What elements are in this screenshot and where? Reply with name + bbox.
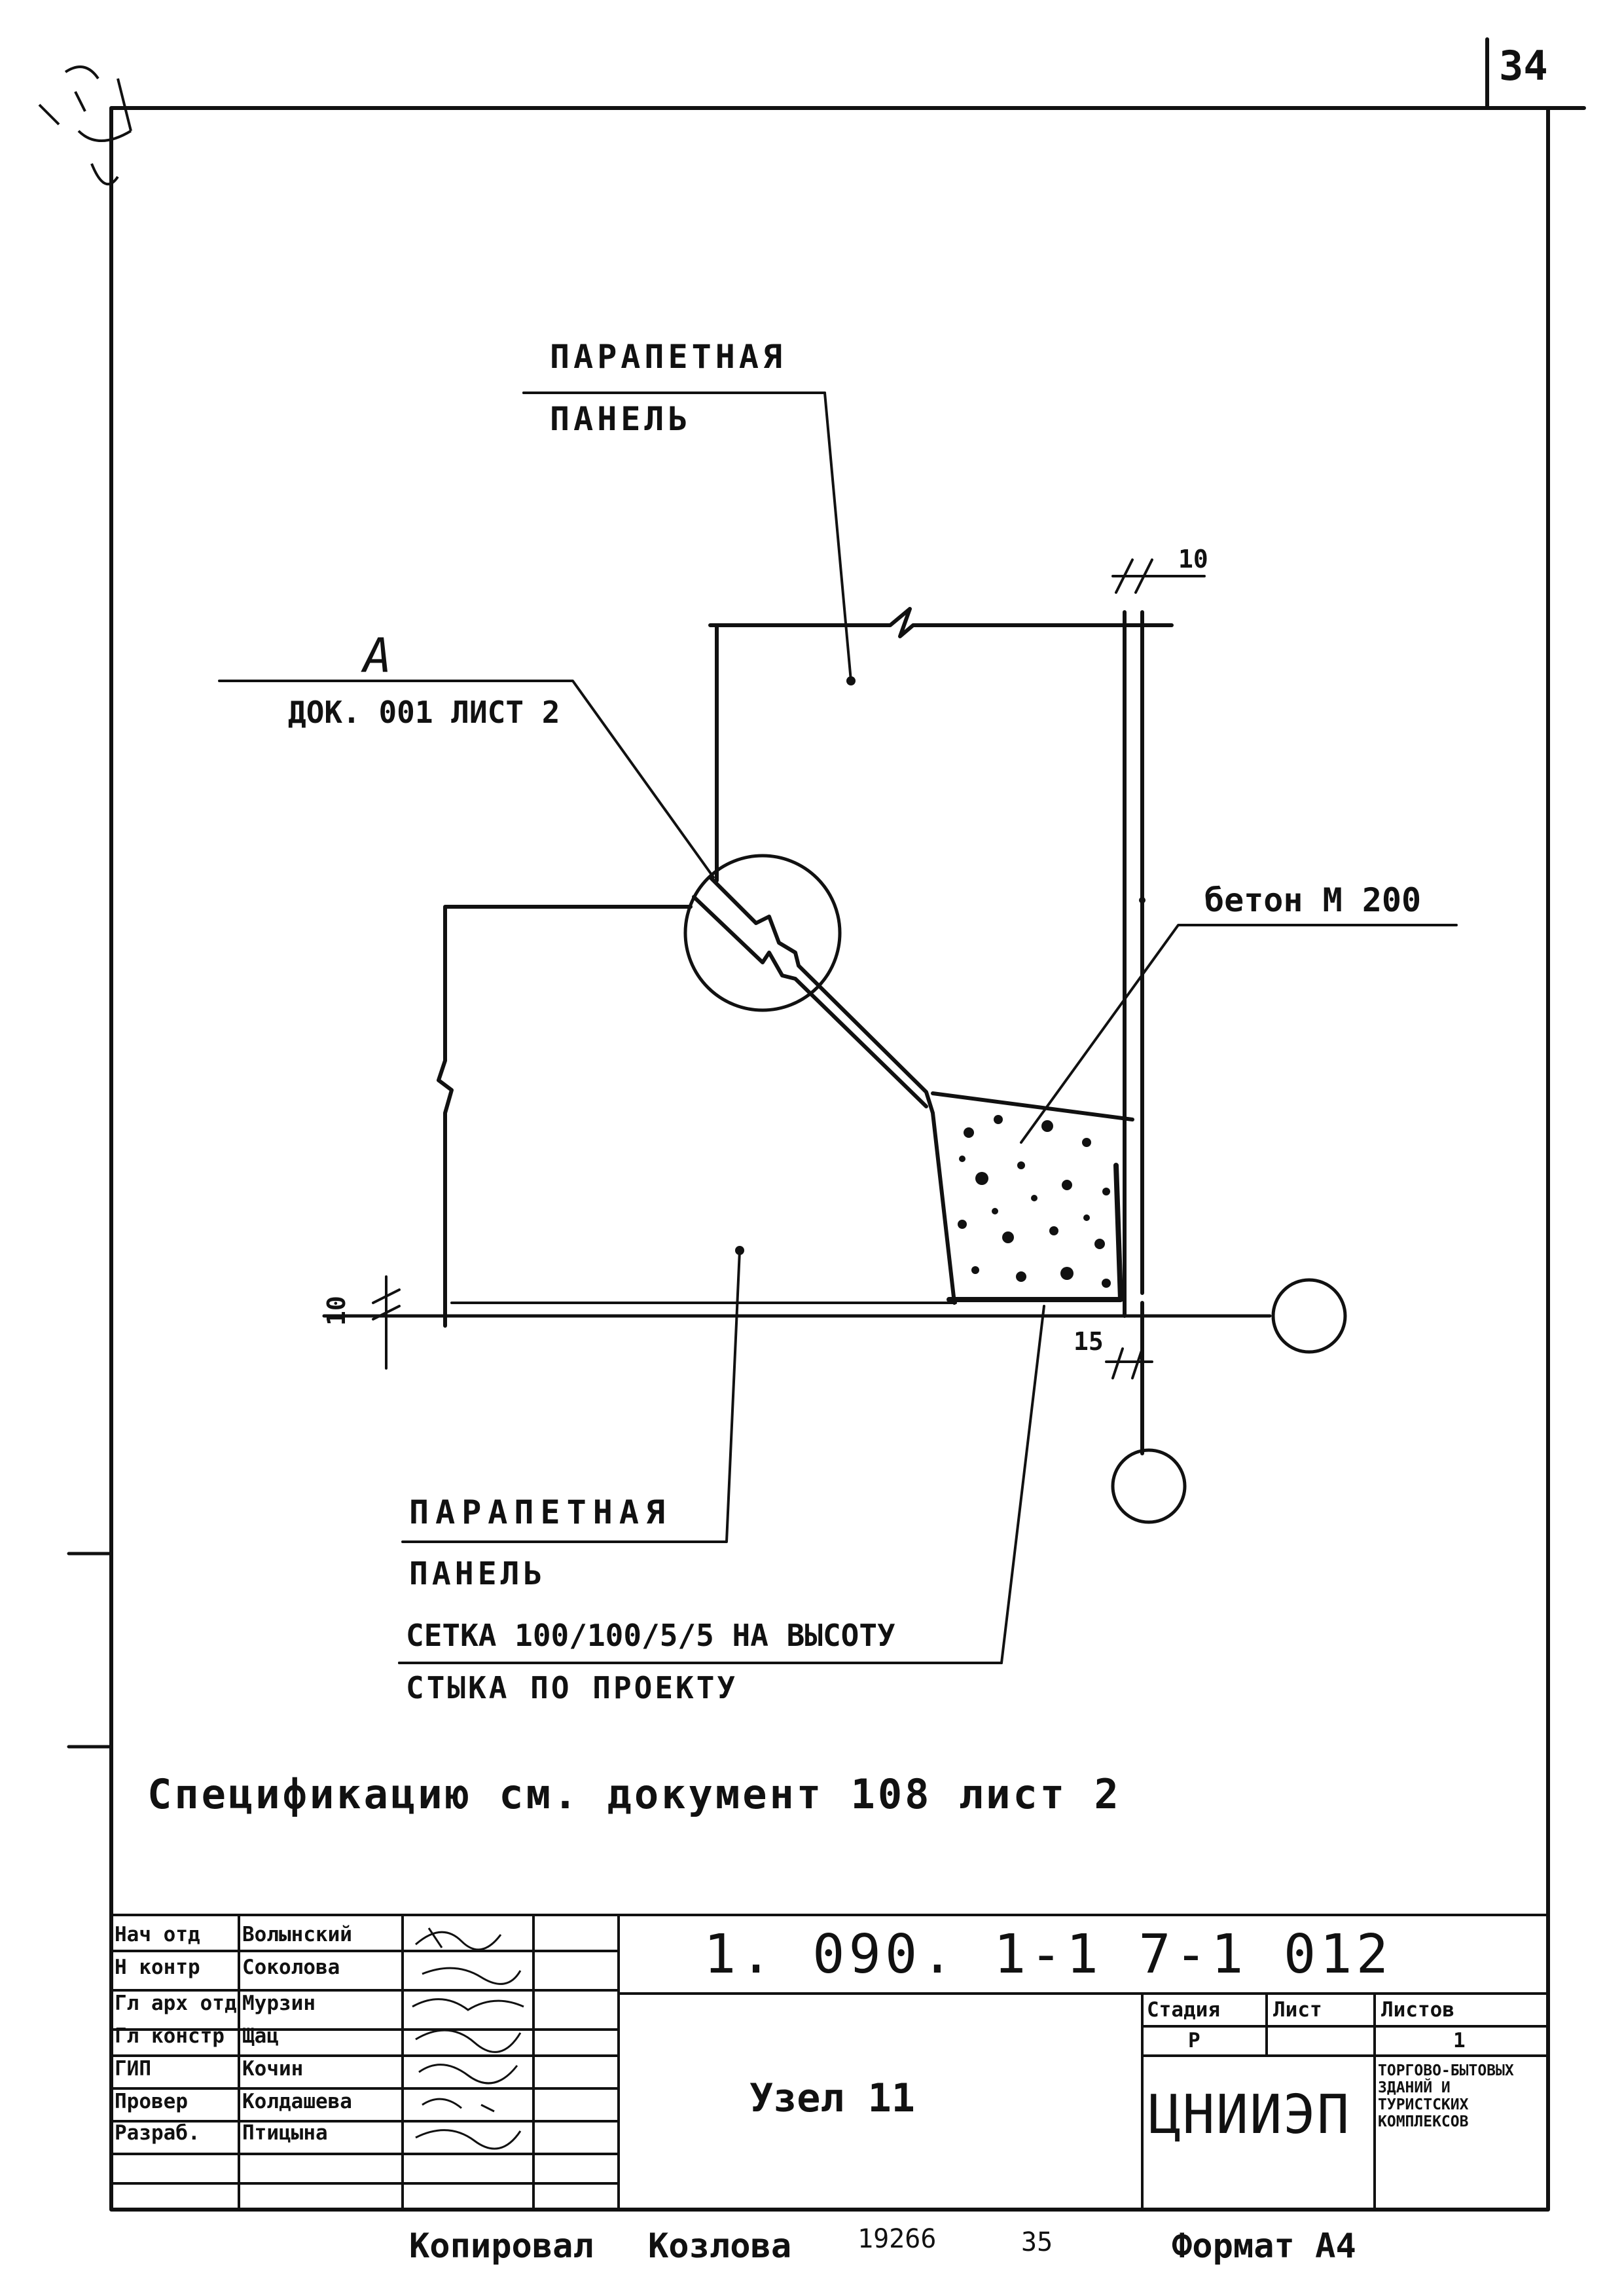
document-code: 1. 090. 1-1 7-1 012	[704, 1923, 1392, 1986]
dim-top	[1111, 558, 1206, 594]
dim-left	[372, 1275, 401, 1370]
leader-dots	[735, 676, 1146, 1255]
name-6: Колдашева	[242, 2090, 352, 2113]
role-3: Гл арх отд	[115, 1992, 237, 2015]
detail-reference: ДОК. 001 ЛИСТ 2	[288, 695, 560, 730]
signature-scribbles	[412, 1927, 524, 2150]
name-2: Соколова	[242, 1956, 340, 1979]
label-lower-panel-line1: ПАРАПЕТНАЯ	[409, 1493, 672, 1531]
drawing-title: Узел 11	[749, 2075, 915, 2121]
stage-value: Р	[1188, 2029, 1200, 2052]
name-3: Мурзин	[242, 1992, 316, 2015]
name-5: Кочин	[242, 2057, 304, 2081]
leader-bottom	[401, 1249, 741, 1543]
sheet-frame	[109, 106, 1550, 2212]
role-4: Гл констр	[115, 2024, 225, 2048]
label-lower-panel-line2: ПАНЕЛЬ	[409, 1556, 547, 1592]
role-7: Разраб.	[115, 2121, 200, 2145]
dim-bottom-value: 15	[1074, 1327, 1104, 1356]
stage-header: Стадия	[1147, 1998, 1220, 2022]
organization-name: ЦНИИЭП	[1149, 2084, 1351, 2146]
grid-axis-marker-bottom	[1111, 1448, 1187, 1524]
dim-left-value: 10	[322, 1296, 351, 1326]
sheet-number-box	[1485, 37, 1586, 110]
concrete-aggregate	[958, 1115, 1111, 1288]
name-7: Птицына	[242, 2121, 328, 2145]
organization-description: ТОРГОВО-БЫТОВЫХ ЗДАНИЙ И ТУРИСТСКИХ КОМП…	[1378, 2062, 1514, 2130]
sheet-number: 34	[1499, 42, 1548, 90]
leader-detail	[218, 680, 715, 879]
copied-label: Копировал	[409, 2227, 594, 2266]
dim-bottom	[1105, 1347, 1153, 1379]
detail-letter: А	[363, 628, 392, 683]
margin-ticks	[67, 1552, 113, 1749]
role-6: Провер	[115, 2090, 188, 2113]
scan-marks	[38, 65, 132, 186]
name-1: Волынский	[242, 1923, 352, 1946]
copied-by: Козлова	[648, 2227, 792, 2266]
format-label: Формат А4	[1172, 2227, 1356, 2266]
joint-diagonal-inner	[692, 895, 928, 1108]
sheet-header: Лист	[1273, 1998, 1322, 2022]
copy-page: 35	[1021, 2227, 1053, 2257]
upper-panel-outline	[708, 607, 1174, 883]
leader-mesh	[398, 1305, 1045, 1664]
joint-diagonal	[708, 875, 956, 1305]
concrete-top	[931, 1091, 1134, 1121]
label-upper-panel-line2: ПАНЕЛЬ	[550, 400, 692, 438]
role-2: Н контр	[115, 1956, 200, 1979]
leader-concrete	[1020, 924, 1458, 1144]
name-4: Щац	[242, 2024, 279, 2048]
concrete-right-bar	[947, 1163, 1123, 1302]
lower-panel-outline	[437, 905, 693, 1328]
detail-circle	[683, 854, 842, 1012]
mesh-note-line1: СЕТКА 100/100/5/5 НА ВЫСОТУ	[406, 1618, 895, 1653]
sheets-value: 1	[1453, 2029, 1466, 2052]
role-1: Нач отд	[115, 1923, 200, 1946]
mesh-note-line2: СТЫКА ПО ПРОЕКТУ	[406, 1670, 738, 1705]
concrete-label: бетон М 200	[1204, 881, 1422, 919]
grid-axis-marker-right	[1271, 1278, 1347, 1354]
copy-number: 19266	[857, 2224, 937, 2254]
sheets-header: Листов	[1381, 1998, 1454, 2022]
label-upper-panel-line1: ПАРАПЕТНАЯ	[550, 338, 787, 376]
role-5: ГИП	[115, 2057, 151, 2081]
right-wall-lines	[1123, 610, 1144, 1455]
specification-note: Спецификацию см. документ 108 лист 2	[147, 1770, 1121, 1818]
dim-top-value: 10	[1178, 545, 1208, 574]
title-block-grid	[110, 1914, 1549, 2211]
